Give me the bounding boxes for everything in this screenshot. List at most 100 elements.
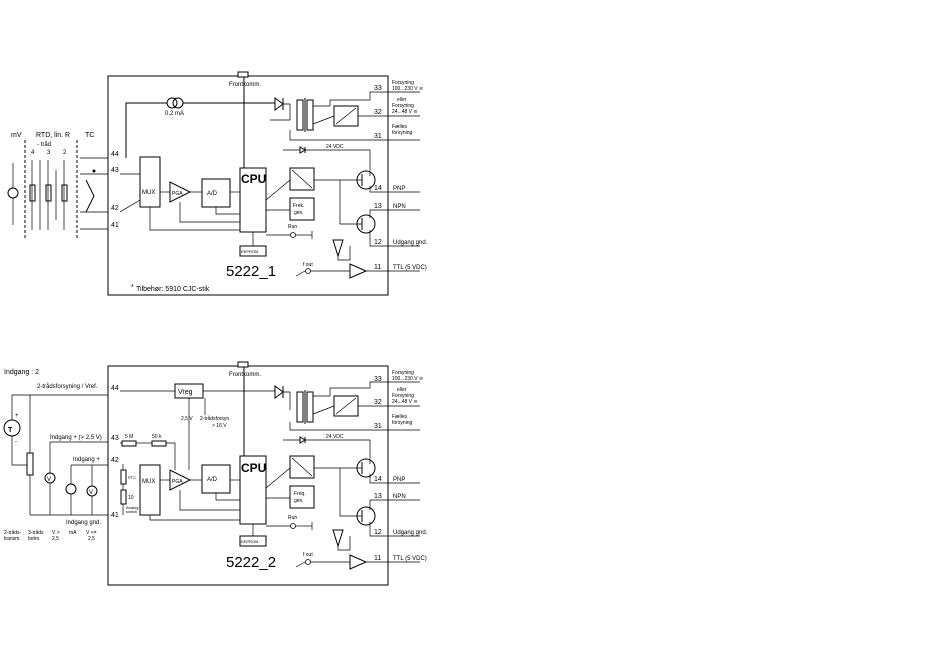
svg-text:V: V: [89, 490, 93, 496]
terminal-13-label: NPN: [393, 204, 406, 210]
terminal-32: 32: [374, 109, 382, 116]
mux-block-1: [139, 156, 161, 208]
dc24-label-1: 24 VDC: [326, 144, 344, 150]
svg-text:+: +: [15, 413, 19, 419]
eeprom-label-1: EEPROM: [241, 249, 258, 254]
cpu-block-2: [239, 455, 267, 525]
cpu-label-2: CPU: [241, 461, 266, 475]
accessory-note-1: Tilbehør: 5910 CJC-stik: [136, 286, 210, 293]
ttl-buffer-1: [349, 263, 368, 279]
svg-text:eller: eller: [397, 387, 407, 393]
diagram-1: Frontkomm. mV RTD, lin. R - tråd 4 3 2 T…: [7, 71, 428, 296]
vreg-label-2: Vreg: [178, 389, 193, 396]
terminal-11-2: 11: [374, 555, 381, 562]
diode-2: [274, 385, 284, 399]
terminal-11-label: TTL (5 VDC): [393, 265, 427, 271]
wire-count-4: 4: [31, 150, 35, 156]
cpu-label-1: CPU: [241, 172, 266, 186]
terminal-43-2: 43: [111, 435, 119, 442]
adc-block-2: [201, 464, 231, 494]
terminal-12-label-2: Udgang gnd.: [393, 530, 428, 536]
eeprom-label-2: EEPROM: [241, 539, 258, 544]
adc-label-2: A/D: [207, 477, 218, 483]
svg-text:Freq.: Freq.: [294, 491, 306, 497]
adc-label-1: A/D: [207, 191, 218, 197]
run-label-2: Run: [288, 515, 297, 521]
svg-text:3-tråds: 3-tråds: [28, 529, 44, 536]
terminal-44: 44: [111, 151, 119, 158]
diode-1: [274, 97, 284, 111]
svg-text:24...48 V ≅: 24...48 V ≅: [392, 109, 418, 115]
svg-text:switch: switch: [126, 509, 137, 514]
svg-text:100...230 V ≅: 100...230 V ≅: [392, 376, 423, 382]
terminal-31-2: 31: [374, 423, 382, 430]
fout-label-1: f out: [303, 262, 313, 268]
terminal-14: 14: [374, 185, 382, 192]
terminal-11: 11: [374, 264, 381, 271]
r5m-label: 5 M: [125, 434, 133, 440]
terminal-12-label: Udgang gnd.: [393, 240, 428, 246]
resistor-ptc: [120, 469, 127, 485]
svg-text:eller: eller: [397, 97, 407, 103]
terminal-42-2: 42: [111, 457, 119, 464]
front-comm-label-2: Frontkomm.: [229, 372, 261, 378]
front-connector-1: [237, 71, 249, 78]
terminal-42: 42: [111, 205, 119, 212]
freq-gen-block-2: [289, 485, 315, 509]
mv-source-icon: [7, 187, 19, 199]
pot-resistor-2: [26, 452, 34, 476]
svg-text:Fælles: Fælles: [392, 414, 408, 420]
svg-text:> 16 V: > 16 V: [212, 423, 227, 429]
tc-label-1: TC: [85, 132, 94, 139]
diagram-2: Frontkomm. Indgang : 2 2-trådsforsyning …: [3, 361, 428, 586]
thermocouple-icon: [85, 179, 95, 213]
svg-text:Fælles: Fælles: [392, 124, 408, 130]
input-title-2: Indgang : 2: [4, 369, 39, 376]
terminal-12-2: 12: [374, 529, 382, 536]
terminal-44-2: 44: [111, 385, 119, 392]
front-connector-2: [237, 361, 249, 368]
transformer-primary-2: [296, 391, 304, 423]
buffer-1a: [332, 239, 344, 258]
terminal-33-2: 33: [374, 376, 382, 383]
run-led-1: [290, 232, 296, 238]
resistor-5m: [121, 440, 137, 447]
terminal-13-2: 13: [374, 493, 382, 500]
terminal-33-label-a: Forsyning: [392, 80, 414, 86]
fout-terminal-2: [305, 559, 311, 565]
rtd-label-1: RTD, lin. R: [36, 132, 70, 139]
diode-24v-1: [299, 146, 306, 154]
cpu-block-1: [239, 167, 267, 233]
v25-label-2: 2,5 V: [181, 416, 193, 422]
mv-label-1: mV: [11, 132, 22, 139]
current-source-icon: [166, 97, 178, 109]
pga-label-2: PGA: [172, 479, 183, 485]
svg-text:V: V: [47, 477, 51, 483]
svg-text:V >: V >: [52, 530, 60, 536]
svg-text:mA: mA: [69, 530, 77, 536]
svg-text:forsyning: forsyning: [392, 420, 413, 426]
ptc-label: PTC: [128, 475, 136, 480]
terminal-14-2: 14: [374, 476, 382, 483]
supply-label-2: 2-trådsforsyning / Vref.: [37, 383, 98, 390]
fout-terminal-1: [305, 268, 311, 274]
r10-label: 10: [128, 495, 134, 501]
terminal-41-2: 41: [111, 512, 119, 519]
transformer-primary-1: [296, 99, 304, 131]
svg-text:Forsyning: Forsyning: [392, 370, 414, 376]
front-comm-label-1: Frontkomm.: [229, 82, 261, 88]
mux-label-2: MUX: [142, 479, 155, 485]
rtd-resistor-2: [61, 184, 68, 202]
resistor-10: [120, 489, 127, 505]
run-label-1: Run: [288, 224, 297, 230]
model-label-2: 5222_2: [226, 554, 276, 571]
input-gnd-label-2: Indgang gnd.: [66, 520, 101, 526]
svg-text:Forsyning: Forsyning: [392, 393, 414, 399]
fout-label-2: f out: [303, 552, 313, 558]
current-source-label: 0,2 mA: [165, 111, 184, 117]
mux-block-2: [139, 464, 161, 516]
terminal-43: 43: [111, 167, 119, 174]
svg-text:transm.: transm.: [4, 536, 21, 542]
wire-count-3: 3: [47, 150, 51, 156]
svg-text:-: -: [15, 439, 17, 445]
